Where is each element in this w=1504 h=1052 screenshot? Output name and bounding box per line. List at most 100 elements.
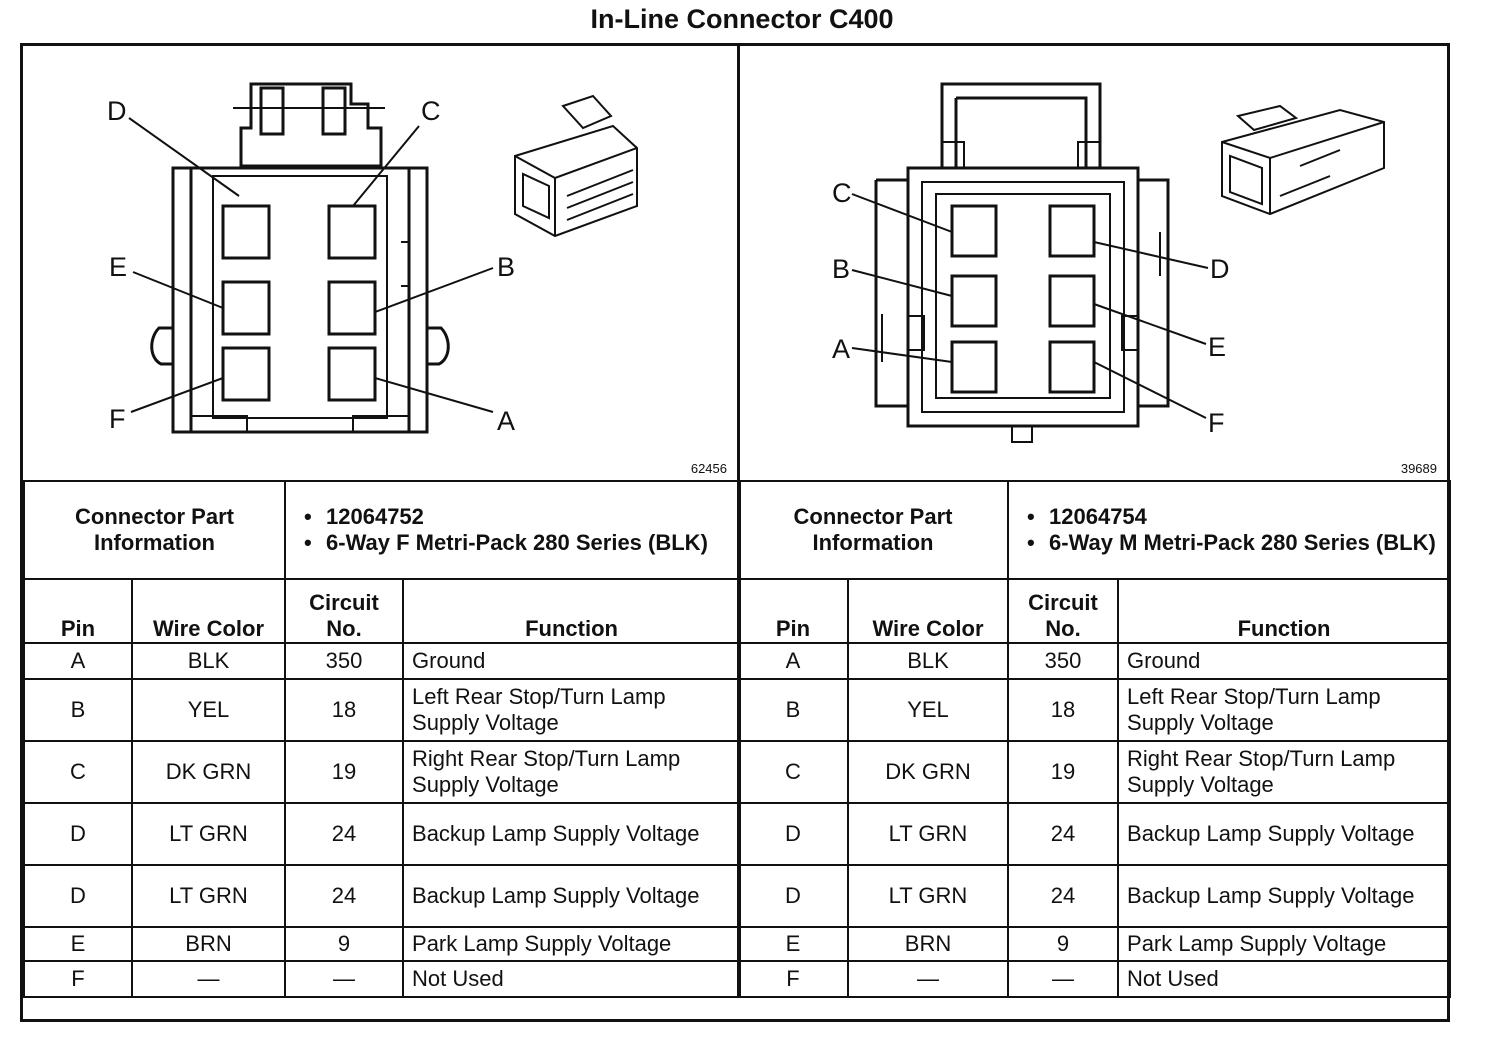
wire-color-cell: BRN [130, 926, 287, 962]
circuit-header: Circuit No. [284, 578, 405, 644]
female-pin-label: B [497, 252, 515, 282]
function-cell: Backup Lamp Supply Voltage [1117, 864, 1452, 928]
function-cell: Ground [1117, 642, 1452, 680]
part-description: 6-Way M Metri-Pack 280 Series (BLK) [1017, 530, 1441, 556]
figure-number: 62456 [690, 461, 727, 476]
wire-color-cell: LT GRN [130, 864, 287, 928]
pin-cell: F [737, 960, 849, 998]
circuit-cell: 24 [284, 864, 405, 928]
male-pin-label: E [1208, 332, 1226, 362]
pin-cell: A [737, 642, 849, 680]
part-info: 12064754 6-Way M Metri-Pack 280 Series (… [1007, 480, 1452, 580]
circuit-cell: — [284, 960, 405, 998]
pin-cell: D [737, 864, 849, 928]
wire-color-cell: BLK [846, 642, 1010, 680]
wire-color-cell: — [130, 960, 287, 998]
function-cell: Backup Lamp Supply Voltage [402, 802, 742, 866]
table-row: B YEL 18 Left Rear Stop/Turn Lamp Supply… [23, 678, 742, 742]
part-info: 12064752 6-Way F Metri-Pack 280 Series (… [284, 480, 742, 580]
function-cell: Ground [402, 642, 742, 680]
pin-cell: C [23, 740, 133, 804]
circuit-cell: 18 [1007, 678, 1120, 742]
circuit-cell: 24 [1007, 864, 1120, 928]
pin-header: Pin [23, 578, 133, 644]
table-row: F — — Not Used [737, 960, 1452, 998]
table-row: B YEL 18 Left Rear Stop/Turn Lamp Supply… [737, 678, 1452, 742]
circuit-cell: 24 [284, 802, 405, 866]
pin-cell: E [23, 926, 133, 962]
pin-cell: D [737, 802, 849, 866]
function-header: Function [402, 578, 742, 644]
figure-number: 39689 [1400, 461, 1437, 476]
male-pin-label: A [832, 334, 850, 364]
female-pin-label: C [421, 96, 441, 126]
circuit-cell: 18 [284, 678, 405, 742]
table-row: E BRN 9 Park Lamp Supply Voltage [737, 926, 1452, 962]
connector-sheet: D C E B F A 62456 [20, 43, 1452, 1022]
pin-cell: C [737, 740, 849, 804]
pin-cell: D [23, 802, 133, 866]
female-pin-label: F [109, 404, 126, 434]
function-cell: Not Used [1117, 960, 1452, 998]
part-description: 6-Way F Metri-Pack 280 Series (BLK) [294, 530, 731, 556]
wire-color-cell: DK GRN [130, 740, 287, 804]
table-row: E BRN 9 Park Lamp Supply Voltage [23, 926, 742, 962]
male-pin-label: B [832, 254, 850, 284]
function-cell: Right Rear Stop/Turn Lamp Supply Voltage [1117, 740, 1452, 804]
pin-cell: F [23, 960, 133, 998]
female-connector-drawing: D C E B F A [107, 82, 638, 436]
pin-cell: B [737, 678, 849, 742]
male-connector-drawing: C B A D E F [832, 82, 1385, 443]
wire-color-cell: YEL [130, 678, 287, 742]
wire-color-cell: DK GRN [846, 740, 1010, 804]
function-cell: Backup Lamp Supply Voltage [402, 864, 742, 928]
pin-cell: B [23, 678, 133, 742]
wire-color-header: Wire Color [130, 578, 287, 644]
table-row: A BLK 350 Ground [737, 642, 1452, 680]
wire-color-header: Wire Color [846, 578, 1010, 644]
wire-color-cell: — [846, 960, 1010, 998]
circuit-cell: 9 [1007, 926, 1120, 962]
wire-color-cell: LT GRN [846, 802, 1010, 866]
male-pin-label: F [1208, 408, 1225, 438]
circuit-header: Circuit No. [1007, 578, 1120, 644]
wire-color-cell: LT GRN [130, 802, 287, 866]
table-row: D LT GRN 24 Backup Lamp Supply Voltage [23, 802, 742, 866]
circuit-cell: — [1007, 960, 1120, 998]
male-connector-table: Connector Part Information 12064754 6-Wa… [736, 480, 1452, 998]
function-cell: Right Rear Stop/Turn Lamp Supply Voltage [402, 740, 742, 804]
pin-cell: A [23, 642, 133, 680]
male-pin-label: D [1210, 254, 1230, 284]
pin-cell: D [23, 864, 133, 928]
function-cell: Left Rear Stop/Turn Lamp Supply Voltage [1117, 678, 1452, 742]
circuit-cell: 19 [284, 740, 405, 804]
female-connector-panel: D C E B F A 62456 [23, 46, 740, 480]
table-row: C DK GRN 19 Right Rear Stop/Turn Lamp Su… [23, 740, 742, 804]
page-title: In-Line Connector C400 [590, 4, 894, 34]
function-cell: Park Lamp Supply Voltage [402, 926, 742, 962]
pin-header: Pin [737, 578, 849, 644]
pin-cell: E [737, 926, 849, 962]
table-row: D LT GRN 24 Backup Lamp Supply Voltage [737, 864, 1452, 928]
function-header: Function [1117, 578, 1452, 644]
part-number: 12064754 [1017, 504, 1441, 530]
female-pin-label: A [497, 406, 515, 436]
function-cell: Park Lamp Supply Voltage [1117, 926, 1452, 962]
female-pin-label: D [107, 96, 127, 126]
table-row: C DK GRN 19 Right Rear Stop/Turn Lamp Su… [737, 740, 1452, 804]
female-connector-table: Connector Part Information 12064752 6-Wa… [22, 480, 742, 998]
connector-info-label: Connector Part Information [22, 480, 287, 580]
part-number: 12064752 [294, 504, 731, 530]
male-connector-panel: C B A D E F 39689 [740, 46, 1447, 480]
female-pin-label: E [109, 252, 127, 282]
circuit-cell: 9 [284, 926, 405, 962]
function-cell: Backup Lamp Supply Voltage [1117, 802, 1452, 866]
male-pin-label: C [832, 178, 852, 208]
wire-color-cell: BLK [130, 642, 287, 680]
wire-color-cell: BRN [846, 926, 1010, 962]
wire-color-cell: YEL [846, 678, 1010, 742]
wire-color-cell: LT GRN [846, 864, 1010, 928]
circuit-cell: 19 [1007, 740, 1120, 804]
function-cell: Not Used [402, 960, 742, 998]
circuit-cell: 350 [284, 642, 405, 680]
